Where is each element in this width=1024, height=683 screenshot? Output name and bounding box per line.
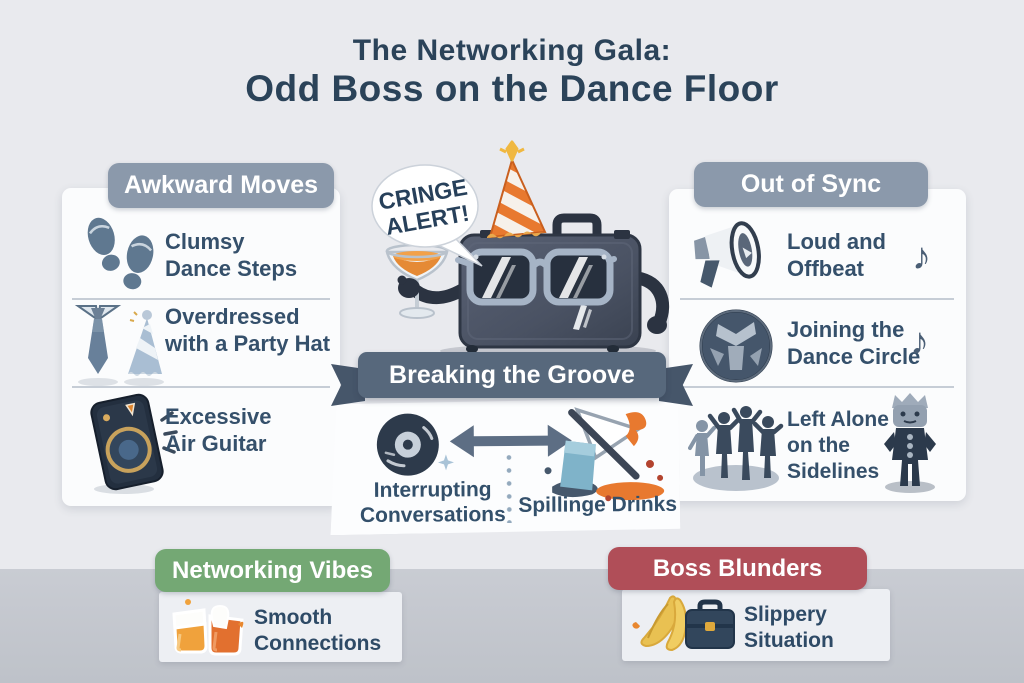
- music-note-icon: ♪: [910, 321, 929, 363]
- caption-interrupting-conversations: Interrupting Conversations: [340, 477, 525, 528]
- item-label: Dance Circle: [787, 344, 921, 369]
- banner-label: Breaking the Groove: [389, 361, 635, 389]
- boss-blunders-header-label: Boss Blunders: [652, 555, 823, 582]
- item-left-alone-sidelines: Left Alone on the Sidelines: [787, 407, 889, 485]
- item-label: Air Guitar: [165, 431, 267, 456]
- item-label: Dance Steps: [165, 256, 298, 281]
- robot-icon: [884, 393, 936, 493]
- caption-line: Interrupting: [373, 478, 492, 502]
- item-label: Slippery: [744, 603, 827, 626]
- divider: [680, 386, 954, 388]
- footprints-icon: [87, 217, 154, 290]
- networking-vibes-header-label: Networking Vibes: [172, 557, 373, 584]
- out-of-sync-header: Out of Sync: [694, 162, 928, 207]
- tie-and-party-hat-icon: [74, 305, 164, 386]
- center-paper-panel: Interrupting Conversations Spillinge Dri…: [330, 398, 681, 535]
- divider: [72, 298, 330, 300]
- item-label: Clumsy: [165, 229, 245, 254]
- item-label: Connections: [254, 632, 382, 655]
- item-joining-dance-circle: Joining the Dance Circle: [787, 316, 920, 370]
- awkward-moves-header: Awkward Moves: [108, 163, 334, 208]
- caption-line: Conversations: [359, 502, 506, 528]
- item-label: Left Alone: [787, 408, 889, 431]
- speech-bubble: CRINGE ALERT!: [371, 164, 483, 267]
- networking-vibes-header: Networking Vibes: [155, 549, 390, 592]
- crowd-icon: [688, 406, 784, 491]
- briefcase-character: CRINGE ALERT!: [371, 140, 670, 355]
- out-of-sync-header-label: Out of Sync: [740, 170, 882, 198]
- banana-briefcase-icon: [632, 595, 735, 652]
- briefcase-handle: [552, 213, 602, 236]
- sparkle-icon: [438, 454, 454, 470]
- shine-mark: [573, 305, 587, 330]
- divider: [72, 386, 330, 388]
- item-label: Overdressed: [165, 304, 300, 329]
- item-loud-offbeat: Loud and Offbeat: [787, 228, 886, 282]
- speaker-icon: [90, 393, 178, 494]
- title-line2: Odd Boss on the Dance Floor: [245, 68, 779, 109]
- item-label: with a Party Hat: [165, 331, 331, 356]
- vinyl-record-icon: [374, 410, 442, 478]
- item-label: Offbeat: [787, 256, 864, 281]
- title-line1: The Networking Gala:: [352, 34, 672, 67]
- item-label: on the: [787, 434, 850, 457]
- hat-star: [499, 140, 525, 162]
- left-arm: [409, 283, 469, 305]
- cheers-drinks-icon: [172, 599, 244, 656]
- megaphone-icon: [694, 221, 761, 288]
- item-label: Situation: [744, 629, 834, 652]
- music-note-icon: ♪: [912, 236, 931, 278]
- item-excessive-air-guitar: Excessive Air Guitar: [165, 403, 271, 457]
- banner: Breaking the Groove: [358, 352, 666, 398]
- boss-blunders-header: Boss Blunders: [608, 547, 867, 590]
- dance-circle-icon: [699, 309, 773, 383]
- item-label: Loud and: [787, 229, 886, 254]
- page-title: The Networking Gala: Odd Boss on the Dan…: [0, 34, 1024, 110]
- item-overdressed-party-hat: Overdressed with a Party Hat: [165, 303, 330, 357]
- item-slippery-situation: Slippery Situation: [744, 602, 834, 654]
- item-label: Smooth: [254, 606, 333, 629]
- sunglasses-icon: [455, 248, 617, 306]
- caption-spilling-drinks: Spillinge Drinks: [518, 492, 678, 517]
- awkward-moves-header-label: Awkward Moves: [123, 171, 319, 199]
- divider: [680, 298, 954, 300]
- spilled-drink-icon: [538, 406, 673, 505]
- item-label: Joining the: [787, 317, 905, 342]
- item-label: Sidelines: [787, 460, 880, 483]
- double-arrow-icon: [448, 421, 574, 462]
- item-label: Excessive: [165, 404, 272, 429]
- item-clumsy-dance-steps: Clumsy Dance Steps: [165, 228, 297, 282]
- item-smooth-connections: Smooth Connections: [254, 605, 381, 657]
